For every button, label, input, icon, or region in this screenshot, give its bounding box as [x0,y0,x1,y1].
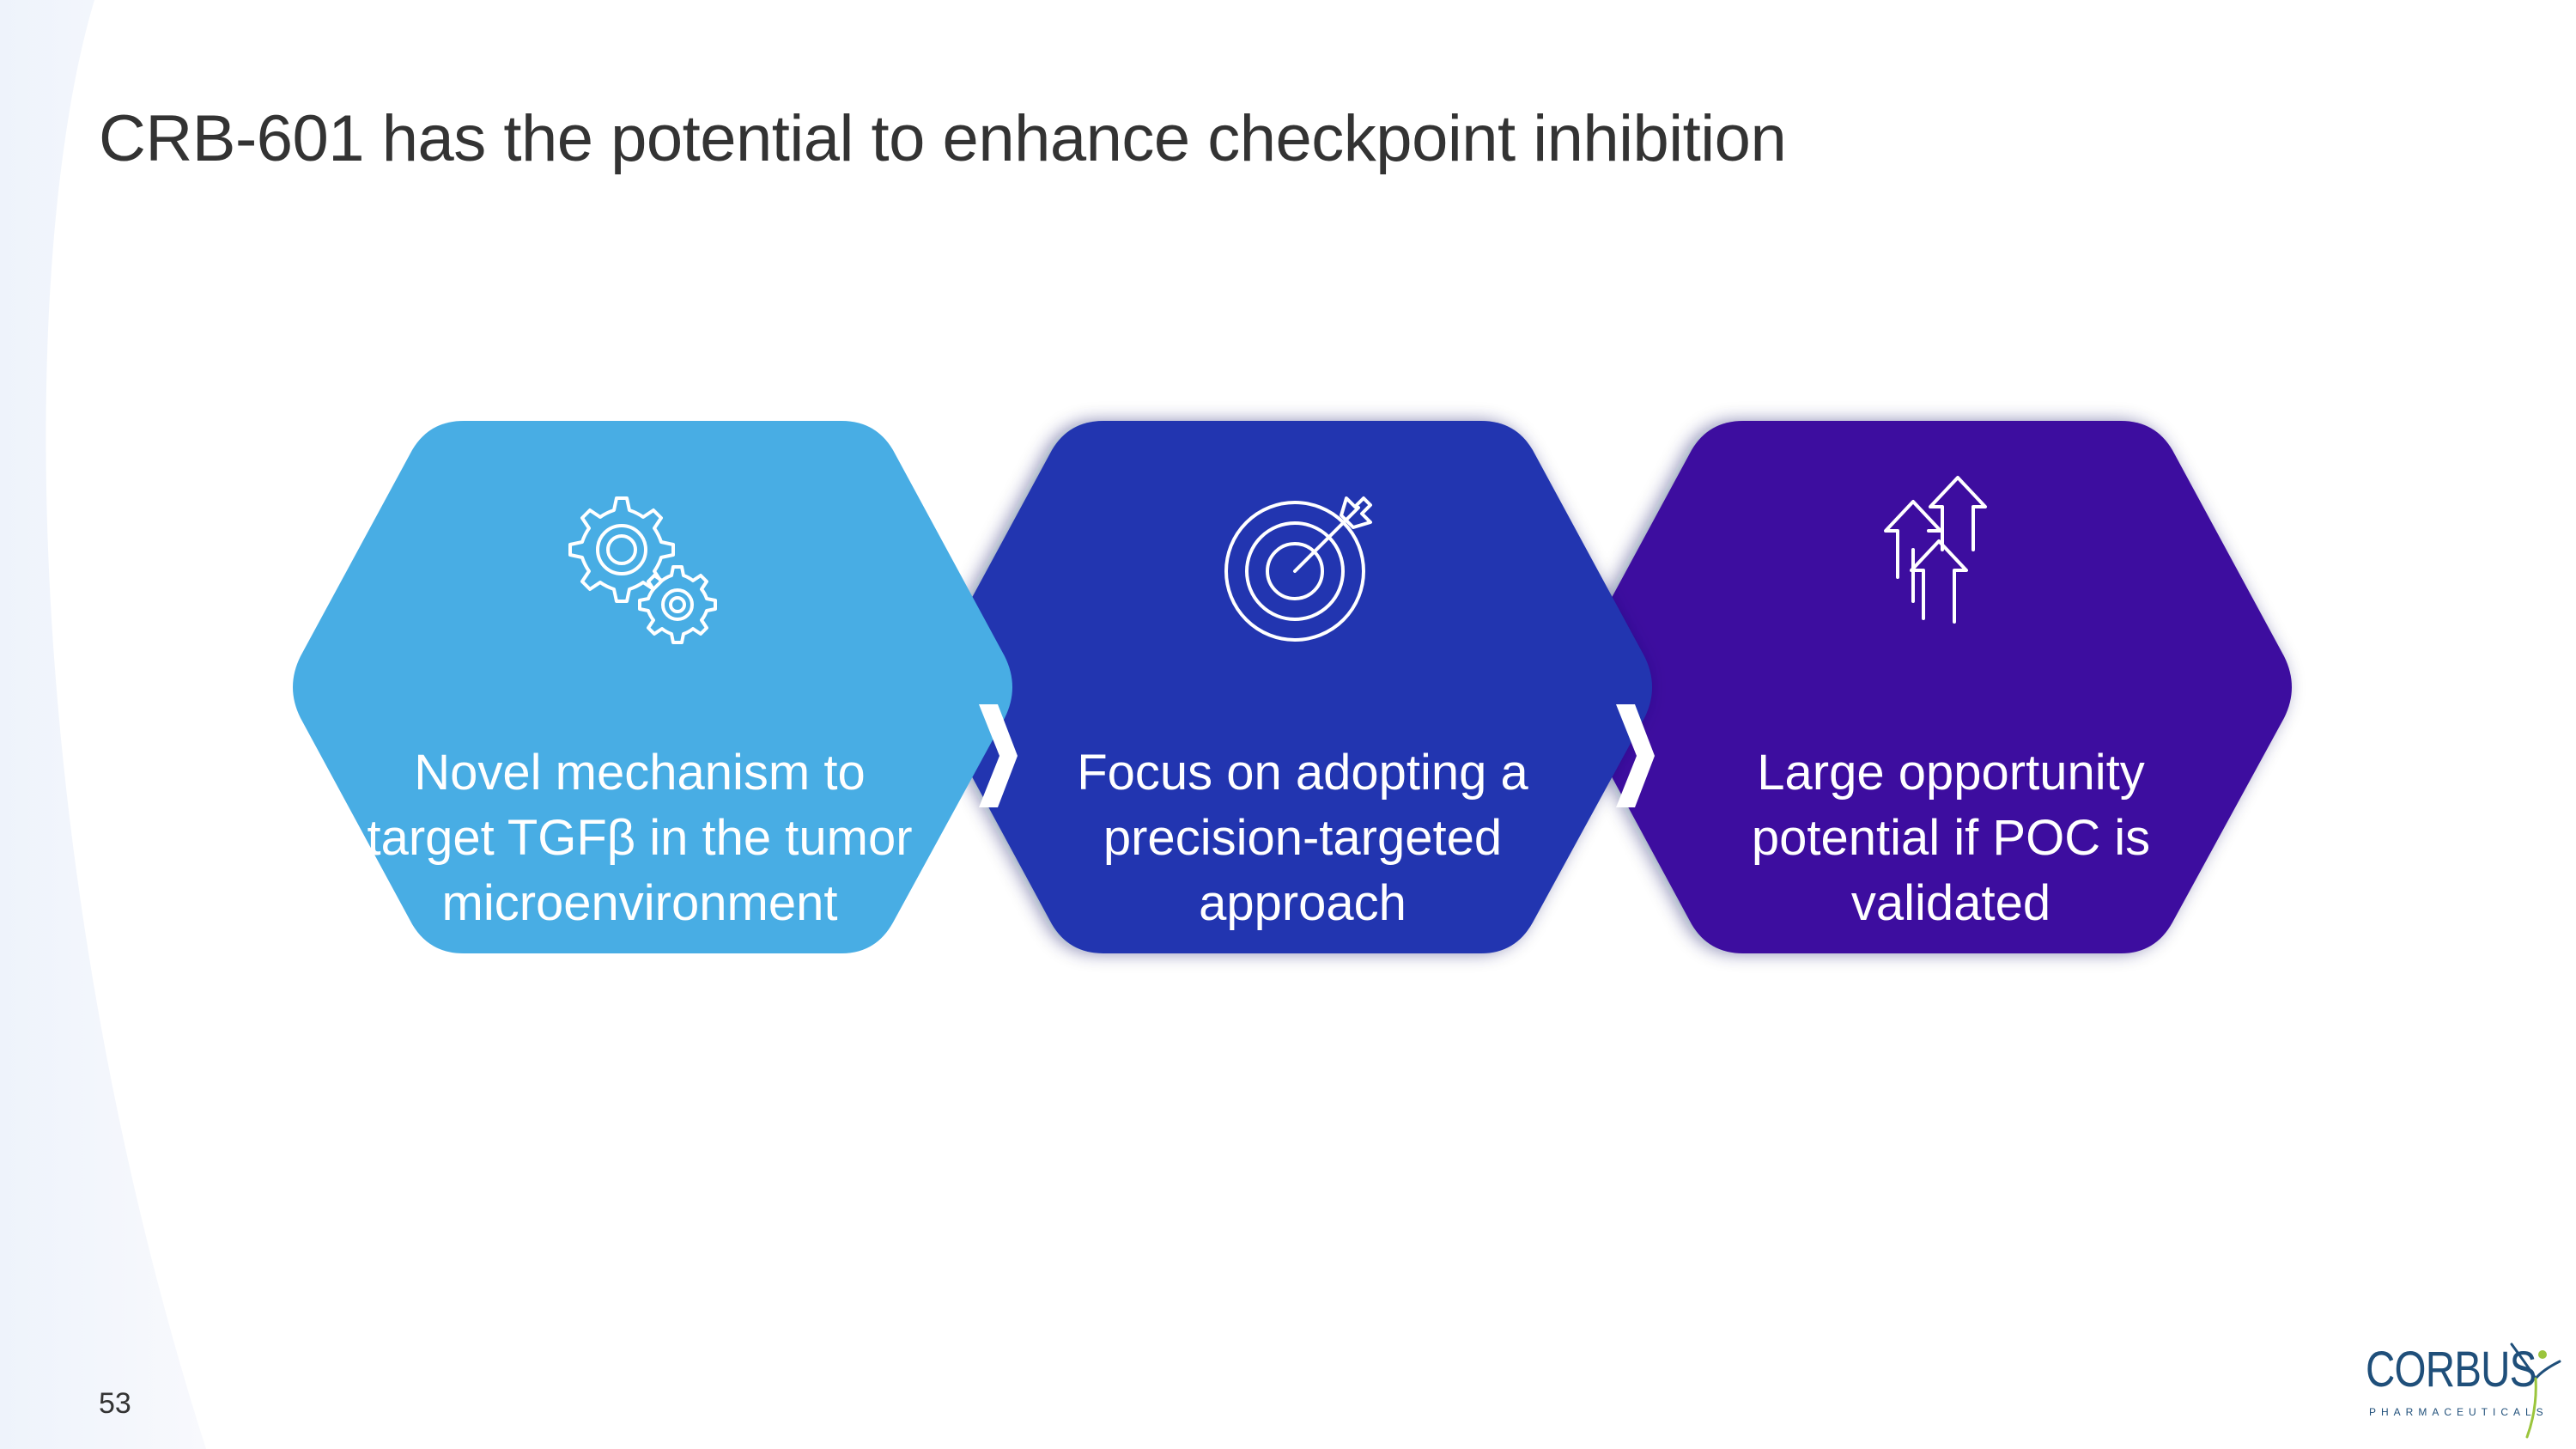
hexagon-step-2 [933,421,1652,953]
arrows-up-icon [1884,476,1987,624]
step-line: microenvironment [441,875,838,931]
hexagon-step-1-text: Novel mechanism to target TGFβ in the tu… [339,740,940,936]
hexagon-step-3-text: Large opportunity potential if POC is va… [1650,740,2251,936]
slide-title: CRB-601 has the potential to enhance che… [99,102,1787,175]
step-line: precision-targeted [1103,810,1503,866]
step-line: Focus on adopting a [1077,745,1528,801]
gears-icon [568,496,717,644]
hexagon-step-3 [1572,421,2292,953]
step-line: Novel mechanism to [414,745,866,801]
step-line: target TGFβ in the tumor [367,810,913,866]
step-line: validated [1850,875,2051,931]
logo-wordmark: CORBUS [2366,1342,2537,1397]
corbus-logo: CORBUS PHARMACEUTICALS [2366,1336,2567,1443]
logo-figure-icon [2510,1342,2561,1439]
step-line: Large opportunity [1757,745,2145,801]
chevron-right-icon [979,704,1018,807]
target-icon [1224,496,1372,642]
hexagon-step-2-text: Focus on adopting a precision-targeted a… [1002,740,1603,936]
step-line: potential if POC is [1751,810,2151,866]
logo-subtitle: PHARMACEUTICALS [2369,1406,2549,1418]
hexagon-step-1 [293,421,1012,953]
step-line: approach [1199,875,1406,931]
page-number: 53 [99,1387,131,1420]
chevron-right-icon [1616,704,1655,807]
